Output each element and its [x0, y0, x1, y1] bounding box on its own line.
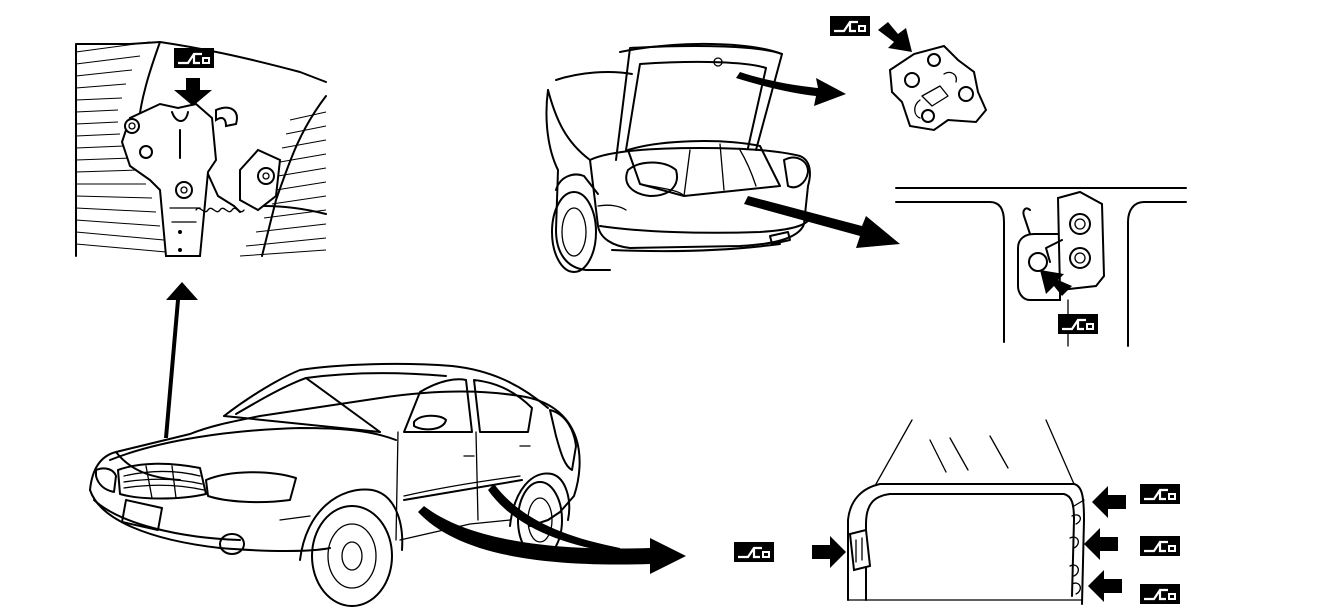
grease-symbol-icon: [828, 14, 872, 38]
grease-symbol-icon: [1138, 482, 1182, 506]
hood-lock-hatching: [75, 41, 327, 257]
hood-lock-detail: [75, 41, 327, 257]
car-rear-view: [545, 42, 811, 273]
grease-arrow-trunk-lock: [1040, 270, 1072, 296]
pointer-arrow-to-door-check: [488, 484, 620, 554]
grease-symbol-icon: [1138, 534, 1182, 558]
door-hinge-detail: [732, 419, 1182, 606]
car-front-view: [89, 362, 581, 607]
grease-arrow-trunk-hinge: [878, 22, 912, 52]
grease-symbol-icon: [1138, 582, 1182, 606]
grease-arrow-door-hinge-left: [812, 536, 846, 568]
pointer-arrow-to-trunk-hinge: [736, 72, 846, 106]
pointer-arrow-to-door-hinges: [418, 506, 686, 574]
trunk-lock-detail: [895, 187, 1187, 347]
pointer-arrow-to-hood-lock: [158, 282, 198, 438]
grease-symbol-icon: [1056, 312, 1100, 336]
grease-arrow-hood: [174, 78, 212, 106]
grease-arrow-door-lower-hinge: [1088, 570, 1122, 602]
grease-arrow-door-check: [1084, 528, 1118, 560]
grease-symbol-icon: [732, 540, 776, 564]
trunk-hinge-detail: [828, 14, 988, 132]
pointer-arrow-to-trunk-lock: [744, 196, 900, 248]
grease-arrow-door-upper-hinge: [1092, 486, 1126, 518]
grease-symbol-icon: [172, 46, 216, 70]
